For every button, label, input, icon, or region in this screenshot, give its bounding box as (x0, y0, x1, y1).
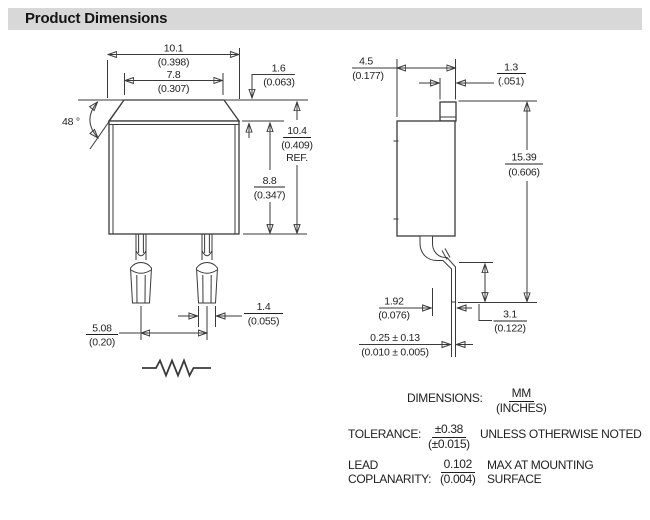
package-front-body (107, 99, 241, 235)
tab-height-mm: 1.6 (272, 63, 286, 75)
depth-mm: 4.5 (359, 56, 373, 68)
width-outer-in: (0.398) (158, 57, 190, 69)
tab-height-in: (0.063) (263, 77, 295, 89)
package-side-body (393, 101, 457, 237)
side-lead (419, 235, 456, 357)
dim-lead-width: 1.4 (0.055) (178, 301, 283, 328)
tab-thickness-mm: 1.3 (504, 62, 518, 74)
chamfer-angle-label: 48 ° (62, 116, 80, 128)
tab-thickness-in: (.051) (498, 76, 524, 88)
front-lead-right (195, 234, 219, 304)
lead-width-mm: 1.4 (257, 301, 271, 313)
side-view: 4.5 (0.177) 1.3 (.051) 15.39 (0.606 (352, 56, 543, 359)
body-height-mm: 8.8 (263, 175, 277, 187)
dim-chamfer-angle: 48 ° (62, 102, 123, 150)
dim-width-top: 7.8 (0.307) (124, 69, 224, 95)
dim-foot-length: 1.92 (0.076) (378, 288, 472, 322)
front-view: 48 ° 10.1 (0.398) 7.8 (0.307) (62, 43, 313, 378)
dim-tab-height: 1.6 (0.063) (249, 63, 295, 138)
lead-pitch-mm: 5.08 (92, 323, 112, 335)
resistor-symbol (142, 357, 211, 378)
dim-width-outer: 10.1 (0.398) (107, 43, 240, 99)
dim-side-overall-height: 15.39 (0.606) (458, 100, 543, 303)
section-header: Product Dimensions (8, 8, 642, 30)
foot-height-in: (0.122) (494, 323, 526, 335)
dim-overall-height: 10.4 (0.409) REF. (281, 102, 313, 233)
side-overall-height-mm: 15.39 (511, 152, 536, 164)
dim-lead-pitch: 5.08 (0.20) (86, 306, 207, 349)
side-overall-height-in: (0.606) (508, 167, 540, 179)
foot-length-in: (0.076) (378, 310, 410, 322)
width-outer-mm: 10.1 (164, 43, 184, 55)
depth-in: (0.177) (352, 70, 384, 82)
front-lead-left (129, 234, 153, 304)
lead-width-in: (0.055) (248, 316, 280, 328)
foot-height-mm: 3.1 (503, 309, 517, 321)
overall-height-in: (0.409) (281, 140, 313, 152)
overall-height-ref: REF. (286, 152, 308, 164)
dim-body-height: 8.8 (0.347) (254, 123, 286, 233)
lead-thickness-in: (0.010 ± 0.005) (361, 347, 428, 359)
lead-pitch-in: (0.20) (89, 337, 115, 349)
lead-thickness-mm: 0.25 ± 0.13 (370, 332, 420, 344)
dim-lead-thickness: 0.25 ± 0.13 (0.010 ± 0.005) (359, 332, 473, 359)
dim-depth: 4.5 (0.177) (352, 56, 456, 117)
foot-length-mm: 1.92 (384, 296, 404, 308)
dim-foot-height: 3.1 (0.122) (459, 262, 527, 335)
width-top-in: (0.307) (158, 83, 190, 95)
body-height-in: (0.347) (254, 190, 286, 202)
width-top-mm: 7.8 (167, 69, 181, 81)
dim-tab-thickness: 1.3 (.051) (419, 62, 526, 100)
page-title: Product Dimensions (25, 10, 168, 27)
overall-height-mm: 10.4 (287, 125, 307, 137)
